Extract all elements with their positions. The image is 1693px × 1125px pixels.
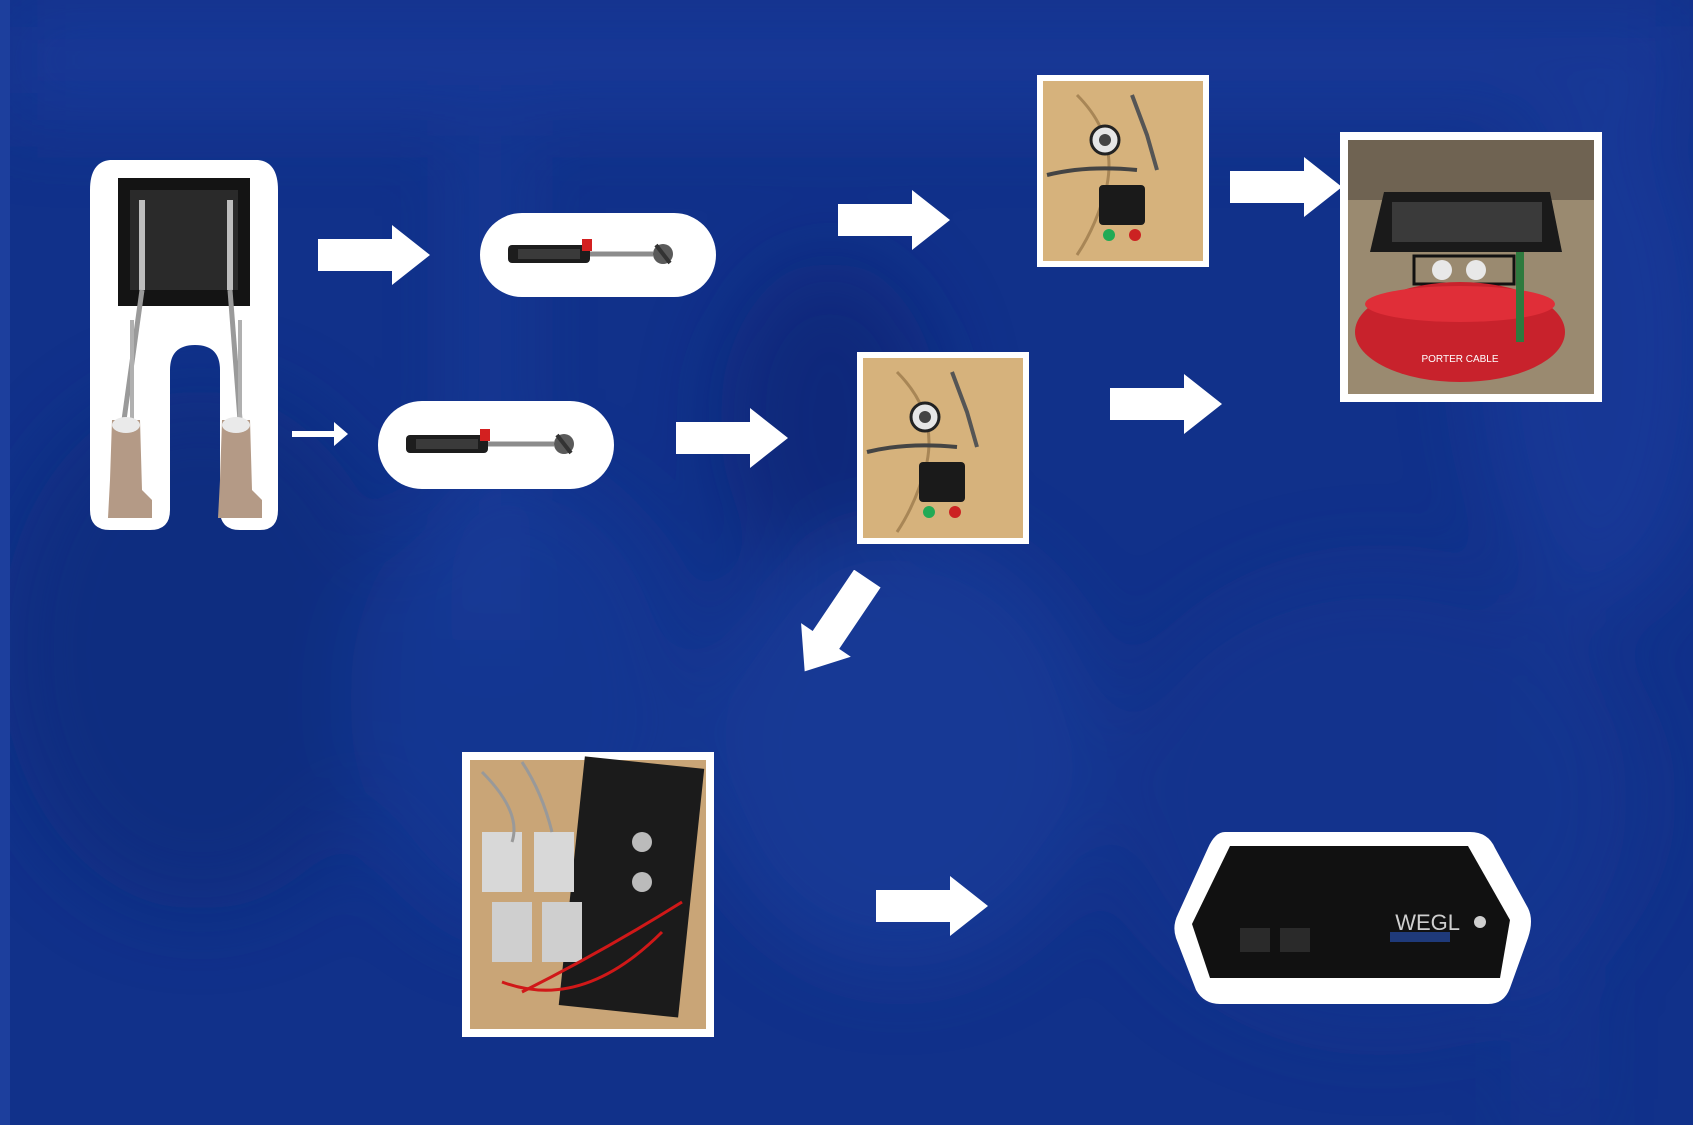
arrow-valve-top-to-compressor [1230,157,1342,217]
cylinder-top-photo [478,205,718,305]
air-compressor-photo: PORTER CABLE [1340,132,1602,402]
arrow-legs-to-cylinder-top [318,225,430,285]
arrow-cylinder-bottom-to-valve [676,408,788,468]
weigl-controller-photo: WEGL [1170,828,1535,1010]
relay-box-photo [462,752,714,1037]
device-logo: WEGL [1395,910,1460,935]
arrow-legs-to-cylinder-bottom [292,422,348,446]
valve-top-photo [1037,75,1209,267]
arrow-valve-middle-to-compressor [1110,374,1222,434]
arrow-cylinder-top-to-valve [838,190,950,250]
compressor-brand-label: PORTER CABLE [1421,354,1498,365]
cylinder-bottom-photo [376,395,616,495]
valve-middle-photo [857,352,1029,544]
legs-rig-photo [80,150,285,535]
arrow-valve-middle-to-relay [780,570,892,680]
arrow-relay-to-controller [876,876,988,936]
